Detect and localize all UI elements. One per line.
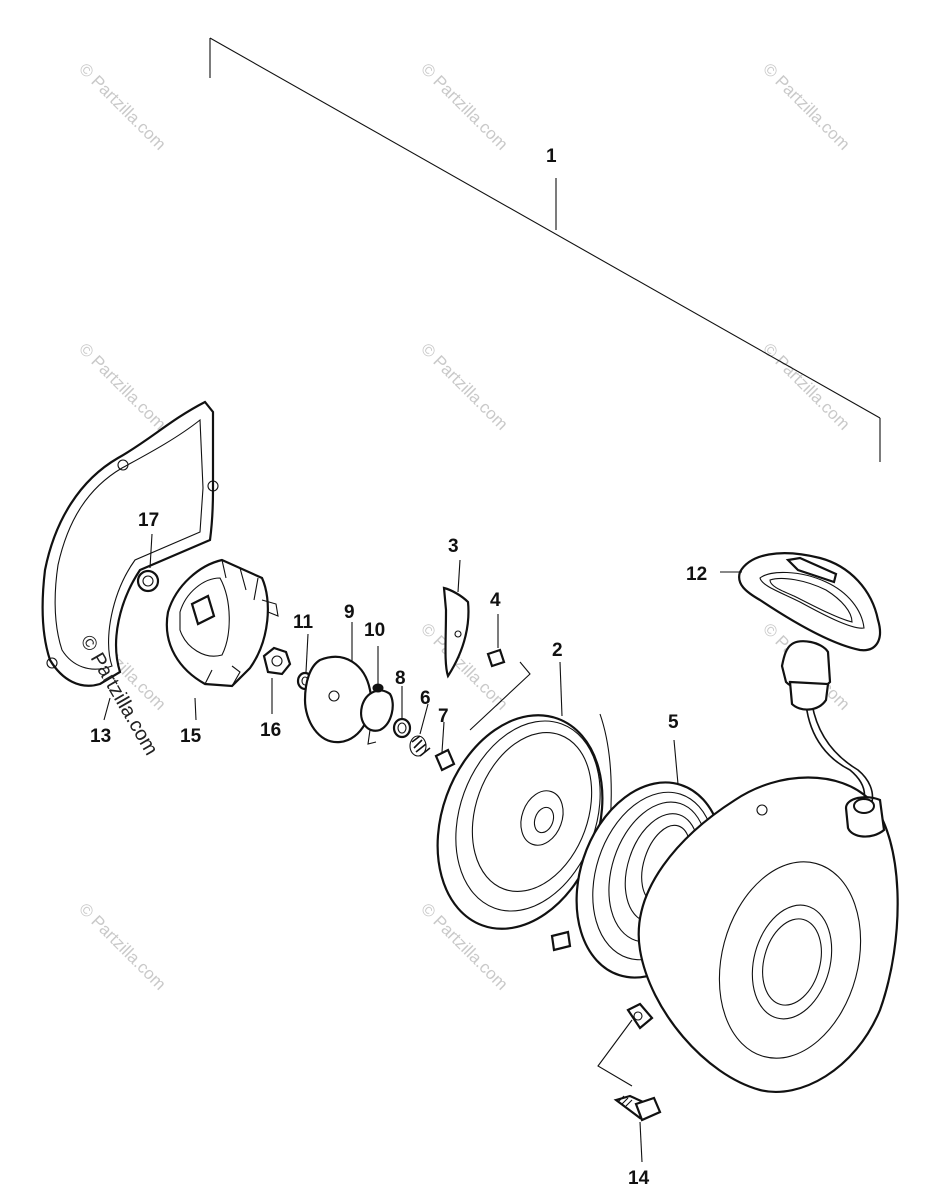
starter-rope [805,703,866,801]
watermark: © Partzilla.com [759,59,853,153]
leader-lines [103,533,742,1163]
callout-17: 17 [138,510,159,531]
callout-4: 4 [490,590,501,611]
leader-3-4 [469,661,531,731]
callout-8: 8 [395,668,406,689]
bolt [613,1094,662,1122]
watermark: © Partzilla.com [417,59,511,153]
gasket-plate [41,400,219,687]
spring-clip [392,717,412,739]
watermark: © Partzilla.com [75,339,169,433]
watermark: © Partzilla.com [759,339,853,433]
coil-spring [409,735,431,757]
watermark: © Partzilla.com [75,899,169,993]
starter-handle [738,552,882,711]
callout-12: 12 [686,564,707,585]
callout-16: 16 [260,720,281,741]
reel-pulley [436,713,612,930]
leader-14 [597,1019,633,1087]
starter-case [626,776,899,1093]
callout-15: 15 [180,726,202,747]
ratchet-guide [360,683,394,745]
callout-13: 13 [90,726,111,747]
friction-plate [303,655,373,744]
o-ring [136,569,160,593]
nut [262,646,292,676]
callout-6: 6 [420,688,431,709]
starter-rope [811,703,874,803]
callout-2: 2 [552,640,563,661]
watermark: © Partzilla.com [417,339,511,433]
assembly-bracket [209,37,881,462]
callouts: 1 2 3 4 5 6 7 8 9 10 11 12 13 14 15 16 1… [90,146,707,1189]
callout-3: 3 [448,536,459,557]
bushing [434,748,456,772]
ratchet-cup [165,558,279,688]
callout-1: 1 [546,146,557,167]
callout-7: 7 [438,706,449,727]
watermark: © Partzilla.com [75,59,169,153]
callout-5: 5 [668,712,679,733]
callout-10: 10 [364,620,385,641]
callout-9: 9 [344,602,355,623]
ratchet-pawl [442,586,470,679]
callout-14: 14 [628,1168,650,1189]
pin [486,648,506,668]
callout-11: 11 [293,612,314,633]
